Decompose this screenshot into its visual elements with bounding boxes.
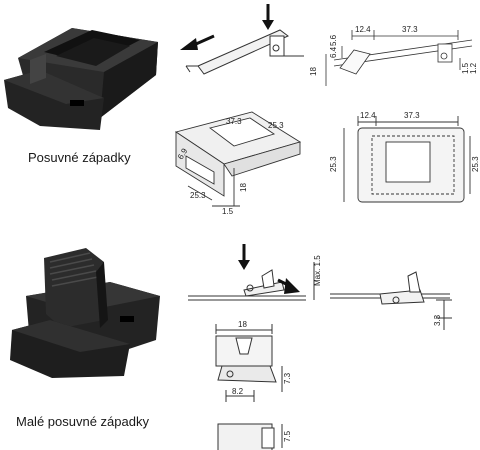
dim-iso-25-3b: 25.3 — [190, 191, 206, 200]
dim-side-12-4: 12.4 — [355, 25, 371, 34]
dim-side-5-6: 5.6 — [329, 34, 338, 46]
dim-side-6-4: 6.4 — [329, 46, 338, 58]
arrow-right-small-icon — [277, 278, 300, 294]
arrow-down-icon — [262, 4, 274, 30]
dim-top-12-4: 12.4 — [360, 111, 376, 120]
dim-iso-18: 18 — [239, 183, 248, 192]
dim-top-25-3a: 25.3 — [329, 156, 338, 172]
dim-iso-25-3a: 25.3 — [268, 121, 284, 130]
arrow-down-small-icon — [238, 244, 250, 270]
caption-male-posuvne-zapadky: Malé posuvné západky — [16, 414, 149, 429]
dim-top-25-3b: 25.3 — [471, 156, 480, 172]
dim-max-1-5: Max. 1.5 — [313, 255, 322, 286]
dim-side-18: 18 — [309, 67, 318, 76]
dim-small-7-3: 7.3 — [283, 372, 292, 384]
dim-iso-1-5: 1.5 — [222, 207, 234, 216]
dim-small-18: 18 — [238, 320, 247, 329]
caption-posuvne-zapadky: Posuvné západky — [28, 150, 131, 165]
dim-small-7-5: 7.5 — [283, 430, 292, 442]
dim-small-3-3: 3.3 — [433, 314, 442, 326]
dim-top-37-3: 37.3 — [404, 111, 420, 120]
dim-small-8-2: 8.2 — [232, 387, 244, 396]
dim-side-37-3: 37.3 — [402, 25, 418, 34]
dim-side-1-2: 1.2 — [469, 62, 478, 74]
arrow-left-icon — [180, 34, 215, 50]
dim-iso-37-3: 37.3 — [226, 117, 242, 126]
dim-side-1-5: 1.5 — [461, 62, 470, 74]
